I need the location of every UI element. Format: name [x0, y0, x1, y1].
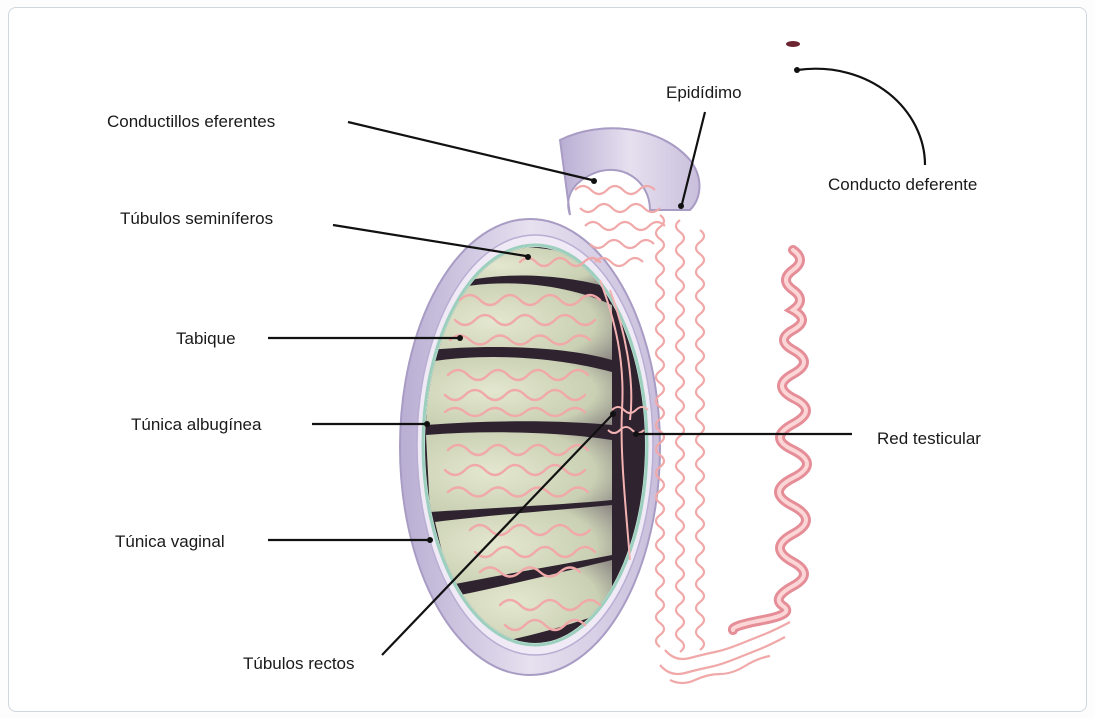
label-tunica-albuginea: Túnica albugínea	[131, 415, 262, 434]
pointer-dot-vaginal	[427, 537, 433, 543]
pointer-dot-tubulos-rectos	[610, 411, 616, 417]
pointer-dot-deferente	[794, 67, 800, 73]
vas-deferens-drawing	[733, 41, 807, 630]
label-tubulos-seminiferos: Túbulos seminíferos	[120, 209, 273, 228]
label-tabique: Tabique	[176, 329, 236, 348]
pointer-dot-conductillos	[591, 178, 597, 184]
pointer-dot-red-testicular	[633, 431, 639, 437]
label-conducto-deferente: Conducto deferente	[828, 175, 977, 194]
label-tunica-vaginal: Túnica vaginal	[115, 532, 225, 551]
pointer-dot-epididimo	[678, 203, 684, 209]
pointer-dot-seminiferos	[525, 254, 531, 260]
pointer-dot-tabique	[457, 335, 463, 341]
label-tubulos-rectos: Túbulos rectos	[243, 654, 355, 673]
label-epididimo: Epidídimo	[666, 83, 742, 102]
label-red-testicular: Red testicular	[877, 429, 981, 448]
label-conductillos-eferentes: Conductillos eferentes	[107, 112, 275, 131]
pointer-dot-albuginea	[424, 421, 430, 427]
leader-conductillos-eferentes	[348, 122, 592, 180]
leader-conducto-deferente	[797, 69, 925, 165]
epididymis-drawing	[656, 215, 790, 683]
